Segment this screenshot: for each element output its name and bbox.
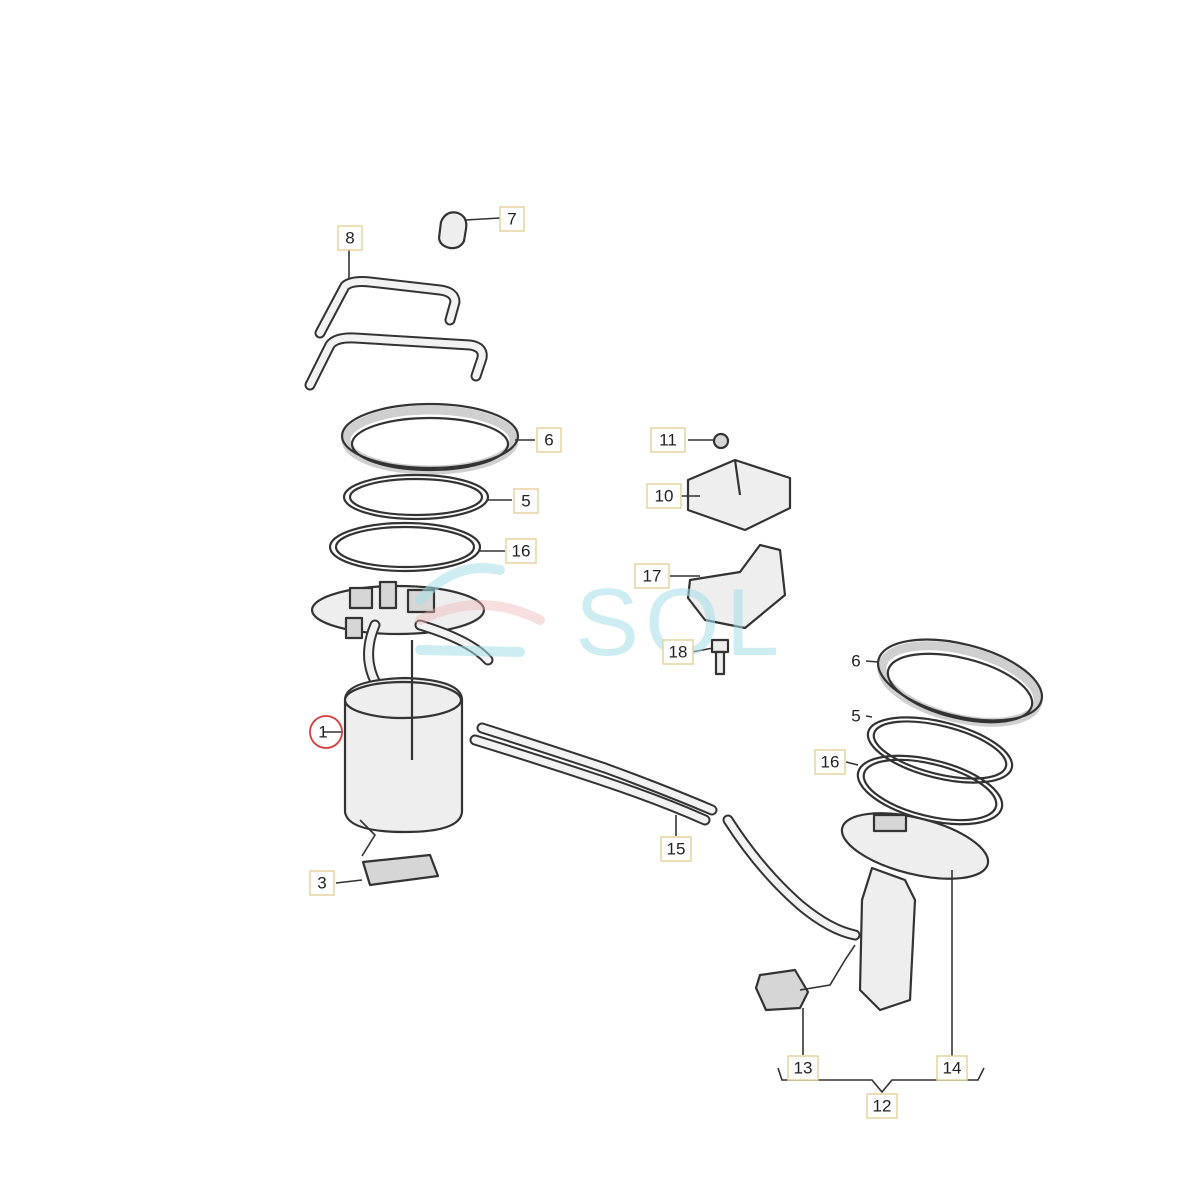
callout-16-left: 16 — [505, 538, 537, 564]
callout-8: 8 — [337, 225, 363, 251]
svg-text:13: 13 — [794, 1059, 813, 1078]
svg-text:15: 15 — [667, 840, 686, 859]
part-3-level-sender — [335, 853, 440, 887]
svg-text:5: 5 — [851, 707, 860, 726]
part-1-fuel-pump-module — [310, 580, 494, 857]
part-16-gasket-left — [328, 521, 505, 573]
part-7-cap — [437, 211, 501, 250]
svg-text:17: 17 — [643, 567, 662, 586]
part-5-seal-left — [342, 473, 512, 521]
part-10-control-unit — [680, 458, 792, 532]
callout-11: 11 — [650, 427, 686, 453]
callout-3: 3 — [309, 870, 335, 896]
callout-6-left: 6 — [536, 427, 562, 453]
svg-text:16: 16 — [512, 542, 531, 561]
callout-15: 15 — [660, 836, 692, 862]
callout-1: 1 — [318, 723, 327, 742]
part-15-fuel-line — [469, 722, 861, 941]
svg-text:3: 3 — [317, 874, 326, 893]
highlight-circle — [309, 715, 343, 749]
part-18-bolt — [691, 638, 730, 676]
part-17-bracket — [670, 543, 787, 630]
part-11-nut — [688, 432, 730, 450]
callout-16-right: 16 — [814, 749, 846, 775]
callout-14: 14 — [936, 1055, 968, 1081]
callout-5-left: 5 — [513, 488, 539, 514]
svg-text:6: 6 — [544, 431, 553, 450]
callout-5-right: 5 — [851, 707, 860, 726]
part-12-assembly-bracket — [777, 1067, 985, 1094]
callout-7: 7 — [499, 206, 525, 232]
part-14-sender-flange — [840, 812, 990, 1056]
svg-text:10: 10 — [655, 487, 674, 506]
svg-text:8: 8 — [345, 229, 354, 248]
svg-text:7: 7 — [507, 210, 516, 229]
part-5-seal-right — [865, 715, 1014, 784]
svg-text:11: 11 — [659, 431, 677, 450]
svg-text:16: 16 — [821, 753, 840, 772]
part-6-lock-ring-left — [340, 402, 535, 475]
part-13-level-sender — [754, 944, 856, 1055]
svg-text:6: 6 — [851, 652, 860, 671]
svg-text:12: 12 — [873, 1097, 892, 1116]
callout-10: 10 — [646, 483, 682, 509]
callout-18: 18 — [662, 639, 694, 665]
callout-13: 13 — [787, 1055, 819, 1081]
callout-17: 17 — [634, 563, 670, 589]
svg-text:14: 14 — [943, 1059, 962, 1078]
callout-12: 12 — [866, 1093, 898, 1119]
callout-6-right: 6 — [851, 652, 860, 671]
svg-text:1: 1 — [318, 723, 327, 742]
svg-text:5: 5 — [521, 492, 530, 511]
svg-text:18: 18 — [669, 643, 688, 662]
part-8-hose-lines — [304, 250, 488, 391]
part-6-lock-ring-right — [865, 638, 1044, 727]
